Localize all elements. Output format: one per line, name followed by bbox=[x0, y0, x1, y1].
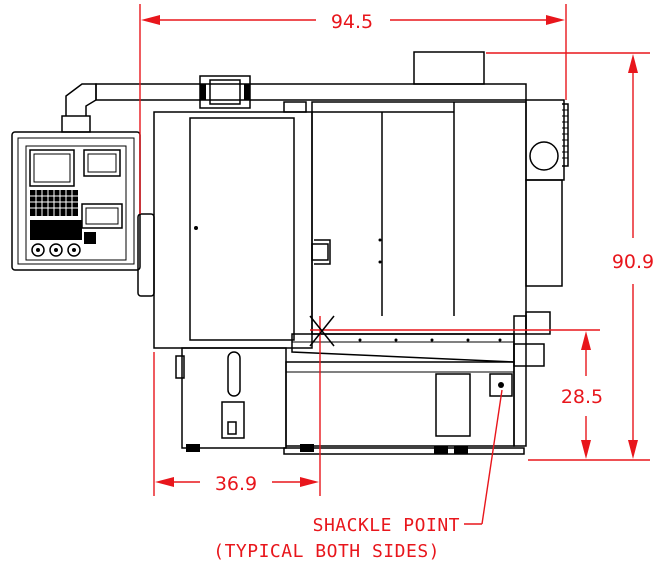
overall-width-label: 94.5 bbox=[331, 11, 373, 33]
dimensions: 94.5 90.9 28.5 bbox=[139, 4, 654, 525]
dim-shackle-height: 28.5 bbox=[310, 329, 603, 459]
shackle-leader bbox=[464, 389, 503, 525]
machine-outline bbox=[11, 51, 569, 455]
shackle-height-label: 28.5 bbox=[561, 386, 603, 408]
main-enclosure bbox=[137, 99, 569, 349]
top-box bbox=[413, 51, 485, 85]
dim-shackle-offset: 36.9 bbox=[153, 316, 321, 496]
shackle-note-line1: SHACKLE POINT bbox=[313, 515, 460, 536]
pendant-arm bbox=[61, 75, 527, 133]
shackle-offset-label: 36.9 bbox=[215, 473, 257, 495]
machine-base bbox=[175, 315, 545, 455]
control-pendant bbox=[11, 131, 141, 271]
overall-height-label: 90.9 bbox=[612, 251, 654, 273]
dim-overall-width: 94.5 bbox=[139, 4, 567, 214]
dim-overall-height: 90.9 bbox=[486, 52, 654, 461]
shackle-point-marker bbox=[309, 315, 335, 347]
shackle-note: SHACKLE POINT (TYPICAL BOTH SIDES) bbox=[213, 515, 460, 562]
shackle-note-line2: (TYPICAL BOTH SIDES) bbox=[213, 541, 440, 562]
